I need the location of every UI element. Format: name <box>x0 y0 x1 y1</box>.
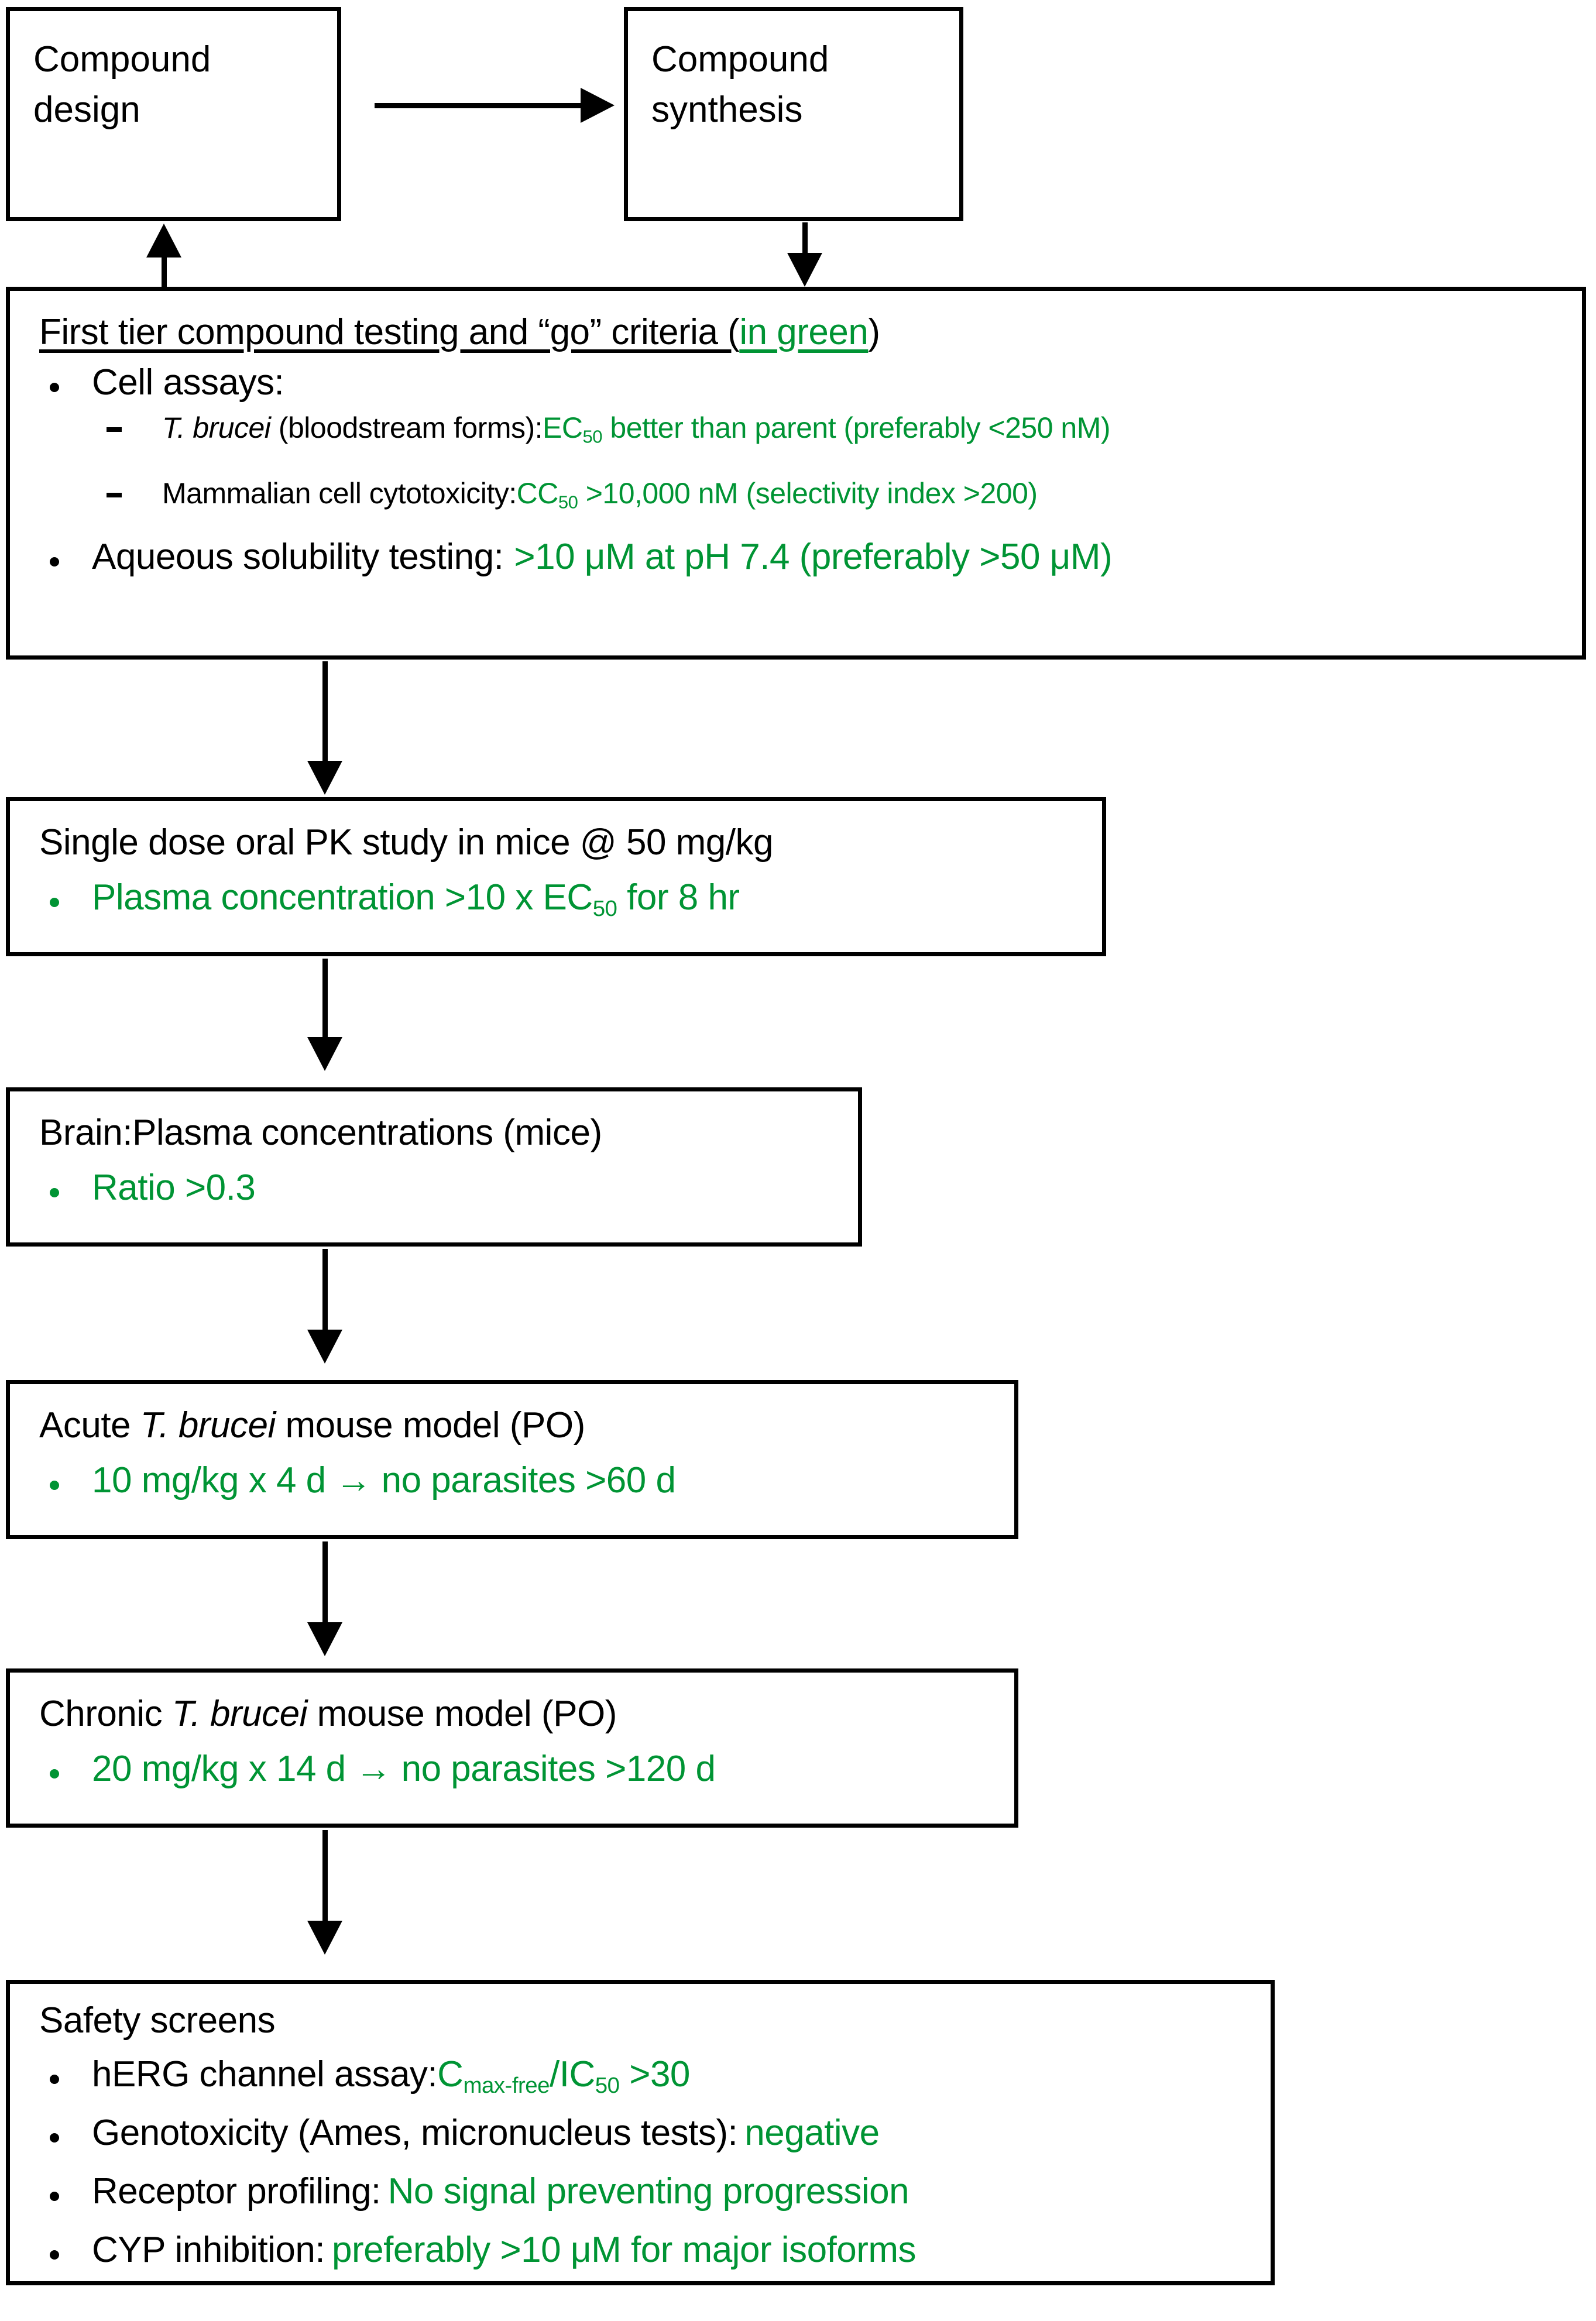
tbrucei-criterion-subscript: 50 <box>582 426 603 447</box>
bullet-marker <box>50 2250 59 2260</box>
arrow-synthesis-to-first-tier <box>787 222 822 287</box>
arrow-shaft <box>322 1830 328 1924</box>
node-acute-model[interactable]: Acute T. brucei mouse model (PO) 10 mg/k… <box>6 1380 1018 1539</box>
node-chronic-model[interactable]: Chronic T. brucei mouse model (PO) 20 mg… <box>6 1668 1018 1828</box>
node-pk-study[interactable]: Single dose oral PK study in mice @ 50 m… <box>6 797 1106 956</box>
herg-label: hERG channel assay: <box>92 2054 438 2095</box>
arrow-shaft <box>802 222 808 255</box>
node-compound-design-label: Compound design <box>33 39 211 130</box>
arrow-first-tier-to-pk <box>307 661 342 796</box>
tbrucei-criterion: better than parent (preferably <250 nM) <box>602 411 1111 444</box>
first-tier-bullet-solubility: Aqueous solubility testing:>10 μM at pH … <box>92 534 1113 580</box>
first-tier-subbullet-cytotoxicity: Mammalian cell cytotoxicity:CC50 >10,000… <box>162 476 1038 513</box>
safety-bullet-genotoxicity: Genotoxicity (Ames, micronucleus tests):… <box>92 2110 880 2156</box>
arrow-shaft <box>322 1249 328 1333</box>
arrow-chronic-to-safety <box>307 1830 342 1956</box>
solubility-criterion: >10 μM at pH 7.4 (preferably >50 μM) <box>514 537 1113 577</box>
bullet-marker <box>50 2075 59 2084</box>
chronic-heading-species: T. brucei <box>171 1694 308 1734</box>
arrow-head <box>307 761 342 795</box>
cytotoxicity-assay-label: Mammalian cell cytotoxicity: <box>162 477 517 510</box>
chronic-model-heading: Chronic T. brucei mouse model (PO) <box>39 1691 617 1737</box>
node-first-tier-testing[interactable]: First tier compound testing and “go” cri… <box>6 287 1586 660</box>
bullet-marker <box>50 898 59 907</box>
bullet-marker <box>50 2192 59 2201</box>
arrow-first-tier-to-design <box>146 224 181 288</box>
herg-criterion-subscript-b: 50 <box>595 2072 620 2098</box>
brain-plasma-heading: Brain:Plasma concentrations (mice) <box>39 1113 602 1153</box>
cyp-inhibition-label: CYP inhibition: <box>92 2230 325 2270</box>
arrow-head <box>146 224 181 257</box>
bullet-marker <box>50 557 59 566</box>
arrow-head <box>307 1921 342 1955</box>
chronic-model-criterion: 20 mg/kg x 14 d → no parasites >120 d <box>92 1749 716 1789</box>
herg-criterion-prefix: C <box>437 2054 464 2095</box>
safety-bullet-herg: hERG channel assay:Cmax-free/IC50 >30 <box>92 2052 690 2109</box>
herg-criterion-mid: /IC <box>550 2054 595 2095</box>
tbrucei-criterion-prefix: EC <box>543 411 583 444</box>
cyp-inhibition-criterion: preferably >10 μM for major isoforms <box>332 2230 917 2270</box>
acute-heading-b: mouse model (PO) <box>275 1405 586 1446</box>
tbrucei-assay-label: (bloodstream forms): <box>270 411 543 444</box>
solubility-label: Aqueous solubility testing: <box>92 537 504 577</box>
arrow-head <box>307 1622 342 1656</box>
arrow-shaft <box>375 103 582 108</box>
first-tier-bullet-cell-assays: Cell assays: <box>92 362 284 403</box>
bullet-marker <box>50 2133 59 2143</box>
arrow-shaft <box>322 661 328 764</box>
sub-bullet-marker <box>107 427 122 432</box>
node-compound-design[interactable]: Compound design <box>6 7 341 221</box>
acute-model-heading: Acute T. brucei mouse model (PO) <box>39 1403 585 1448</box>
arrow-shaft <box>322 959 328 1041</box>
arrow-shaft <box>322 1541 328 1625</box>
pk-criterion-a: Plasma concentration >10 x EC <box>92 877 593 918</box>
acute-model-criterion: 10 mg/kg x 4 d → no parasites >60 d <box>92 1460 676 1501</box>
safety-screens-heading: Safety screens <box>39 2000 276 2041</box>
arrow-head <box>307 1037 342 1071</box>
pk-study-criterion: Plasma concentration >10 x EC50 for 8 hr <box>92 875 740 932</box>
safety-bullet-receptor-profiling: Receptor profiling:No signal preventing … <box>92 2169 909 2214</box>
first-tier-subbullet-tbrucei: T. brucei (bloodstream forms):EC50 bette… <box>162 411 1111 448</box>
arrow-head <box>307 1330 342 1364</box>
arrow-brain-to-acute <box>307 1249 342 1364</box>
pk-study-heading: Single dose oral PK study in mice @ 50 m… <box>39 822 774 863</box>
node-safety-screens[interactable]: Safety screens hERG channel assay:Cmax-f… <box>6 1980 1275 2285</box>
bullet-marker <box>50 1481 59 1490</box>
first-tier-heading: First tier compound testing and “go” cri… <box>39 310 880 355</box>
arrow-acute-to-chronic <box>307 1541 342 1656</box>
genotoxicity-label: Genotoxicity (Ames, micronucleus tests): <box>92 2113 738 2153</box>
cytotoxicity-criterion-subscript: 50 <box>558 492 578 513</box>
cytotoxicity-criterion: >10,000 nM (selectivity index >200) <box>578 477 1038 510</box>
herg-criterion-subscript-a: max-free <box>463 2072 550 2098</box>
node-compound-synthesis[interactable]: Compound synthesis <box>624 7 963 221</box>
node-compound-synthesis-label: Compound synthesis <box>651 39 829 130</box>
arrow-head <box>787 253 822 287</box>
arrow-head <box>581 88 615 123</box>
chronic-heading-b: mouse model (PO) <box>307 1694 617 1734</box>
first-tier-heading-black-a: First tier compound testing and “go” cri… <box>39 312 740 352</box>
receptor-profiling-label: Receptor profiling: <box>92 2171 381 2212</box>
first-tier-heading-black-b: ) <box>868 312 880 352</box>
pk-criterion-subscript: 50 <box>592 895 617 921</box>
arrow-shaft <box>162 255 167 288</box>
genotoxicity-criterion: negative <box>744 2113 880 2153</box>
bullet-marker <box>50 1188 59 1197</box>
bullet-marker <box>50 383 59 392</box>
arrow-pk-to-brain <box>307 959 342 1071</box>
receptor-profiling-criterion: No signal preventing progression <box>387 2171 909 2212</box>
acute-heading-species: T. brucei <box>140 1405 276 1446</box>
bullet-marker <box>50 1769 59 1778</box>
chronic-heading-a: Chronic <box>39 1694 172 1734</box>
arrow-design-to-synthesis <box>375 88 615 123</box>
brain-plasma-criterion: Ratio >0.3 <box>92 1168 256 1208</box>
safety-bullet-cyp-inhibition: CYP inhibition:preferably >10 μM for maj… <box>92 2227 917 2273</box>
node-brain-plasma[interactable]: Brain:Plasma concentrations (mice) Ratio… <box>6 1087 862 1247</box>
sub-bullet-marker <box>107 493 122 497</box>
tbrucei-species: T. brucei <box>162 411 271 444</box>
cytotoxicity-criterion-prefix: CC <box>516 477 559 510</box>
herg-criterion-suffix: >30 <box>619 2054 690 2095</box>
first-tier-heading-green: in green <box>739 312 869 352</box>
pk-criterion-b: for 8 hr <box>617 877 740 918</box>
acute-heading-a: Acute <box>39 1405 140 1446</box>
